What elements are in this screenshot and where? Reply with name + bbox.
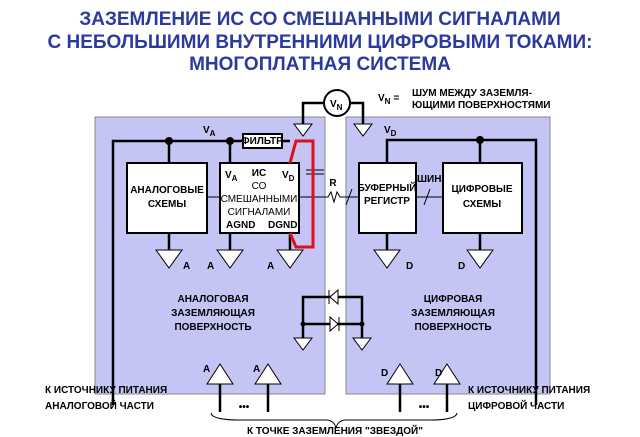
analog-plane-label: АНАЛОГОВАЯ ЗАЗЕМЛЯЮЩАЯ ПОВЕРХНОСТЬ [171, 294, 255, 333]
vn-desc-1: ШУМ МЕЖДУ ЗАЗЕМЛЯ- [412, 88, 532, 99]
svg-text:СХЕМЫ: СХЕМЫ [148, 199, 187, 210]
svg-text:A: A [267, 261, 274, 272]
star-ground-label: К ТОЧКЕ ЗАЗЕМЛЕНИЯ "ЗВЕЗДОЙ" [247, 424, 423, 437]
vd-bus [385, 138, 538, 405]
title-line-2: С НЕБОЛЬШИМИ ВНУТРЕННИМИ ЦИФРОВЫМИ ТОКАМ… [47, 32, 592, 53]
svg-text:D: D [458, 261, 465, 272]
svg-text:АНАЛОГОВАЯ: АНАЛОГОВАЯ [177, 294, 248, 305]
svg-text:СО: СО [252, 181, 267, 192]
svg-text:АНАЛОГОВОЙ ЧАСТИ: АНАЛОГОВОЙ ЧАСТИ [45, 399, 154, 412]
vn-label: VN= [378, 93, 399, 106]
filter-label: ФИЛЬТР [241, 136, 283, 147]
capacitor [306, 169, 324, 175]
svg-text:AGND: AGND [226, 220, 255, 231]
svg-text:РЕГИСТР: РЕГИСТР [364, 196, 410, 207]
analog-circuits-box [126, 162, 208, 234]
red-current-loop [288, 139, 315, 249]
title: ЗАЗЕМЛЕНИЕ ИС СО СМЕШАННЫМИ СИГНАЛАМИ С … [47, 9, 592, 75]
svg-text:СМЕШАННЫМИ: СМЕШАННЫМИ [221, 194, 298, 205]
svg-text:VD: VD [282, 170, 295, 183]
svg-text:ПОВЕРХНОСТЬ: ПОВЕРХНОСТЬ [174, 322, 251, 333]
mixed-signal-ic-box [219, 162, 300, 234]
star-ground-connections: A A D D ••• ••• [203, 363, 461, 429]
buffer-register-box [358, 162, 417, 234]
svg-text:•••: ••• [419, 402, 430, 413]
title-line-1: ЗАЗЕМЛЕНИЕ ИС СО СМЕШАННЫМИ СИГНАЛАМИ [79, 9, 560, 30]
svg-text:VA: VA [225, 170, 238, 183]
vd-label: VD [384, 125, 397, 138]
svg-text:ЗАЗЕМЛЯЮЩАЯ: ЗАЗЕМЛЯЮЩАЯ [411, 308, 495, 319]
vn-meter: VN [293, 89, 373, 137]
svg-text:DGND: DGND [268, 220, 297, 231]
svg-text:ЗАЗЕМЛЯЮЩАЯ: ЗАЗЕМЛЯЮЩАЯ [171, 308, 255, 319]
svg-text:VN: VN [330, 99, 343, 112]
svg-text:D: D [406, 261, 413, 272]
signal-line [207, 190, 443, 204]
svg-text:СХЕМЫ: СХЕМЫ [463, 199, 502, 210]
title-line-3: МНОГОПЛАТНАЯ СИСТЕМА [189, 54, 451, 75]
svg-text:A: A [203, 364, 210, 375]
svg-text:A: A [253, 364, 260, 375]
digital-plane-label: ЦИФРОВАЯ ЗАЗЕМЛЯЮЩАЯ ПОВЕРХНОСТЬ [411, 294, 495, 333]
digital-supply-label: К ИСТОЧНИКУ ПИТАНИЯ [468, 385, 590, 396]
svg-text:D: D [381, 368, 388, 379]
bus-label: ШИНА [417, 174, 449, 185]
svg-text:•••: ••• [239, 402, 250, 413]
back-to-back-diodes [293, 288, 372, 351]
ground-symbols: A A A D D [155, 249, 494, 272]
va-label: VA [203, 125, 216, 138]
svg-text:БУФЕРНЫЙ: БУФЕРНЫЙ [358, 181, 417, 194]
digital-circuits-box [442, 162, 523, 234]
filter-box [242, 133, 283, 149]
svg-text:A: A [183, 261, 190, 272]
analog-supply-label: К ИСТОЧНИКУ ПИТАНИЯ [45, 385, 167, 396]
svg-text:АНАЛОГОВЫЕ: АНАЛОГОВЫЕ [130, 185, 204, 196]
svg-text:ИС: ИС [252, 168, 266, 179]
digital-ground-plane [345, 116, 551, 395]
svg-text:ЦИФРОВОЙ ЧАСТИ: ЦИФРОВОЙ ЧАСТИ [468, 399, 564, 412]
vn-desc-2: ЮЩИМИ ПОВЕРХНОСТЯМИ [412, 100, 550, 111]
svg-text:D: D [435, 368, 442, 379]
svg-text:ЦИФРОВАЯ: ЦИФРОВАЯ [424, 294, 482, 305]
svg-text:СИГНАЛАМИ: СИГНАЛАМИ [228, 207, 291, 218]
svg-text:ПОВЕРХНОСТЬ: ПОВЕРХНОСТЬ [414, 322, 491, 333]
va-bus [111, 139, 290, 405]
resistor-label: R [329, 178, 337, 189]
svg-text:A: A [207, 261, 214, 272]
svg-text:ЦИФРОВЫЕ: ЦИФРОВЫЕ [451, 184, 512, 195]
